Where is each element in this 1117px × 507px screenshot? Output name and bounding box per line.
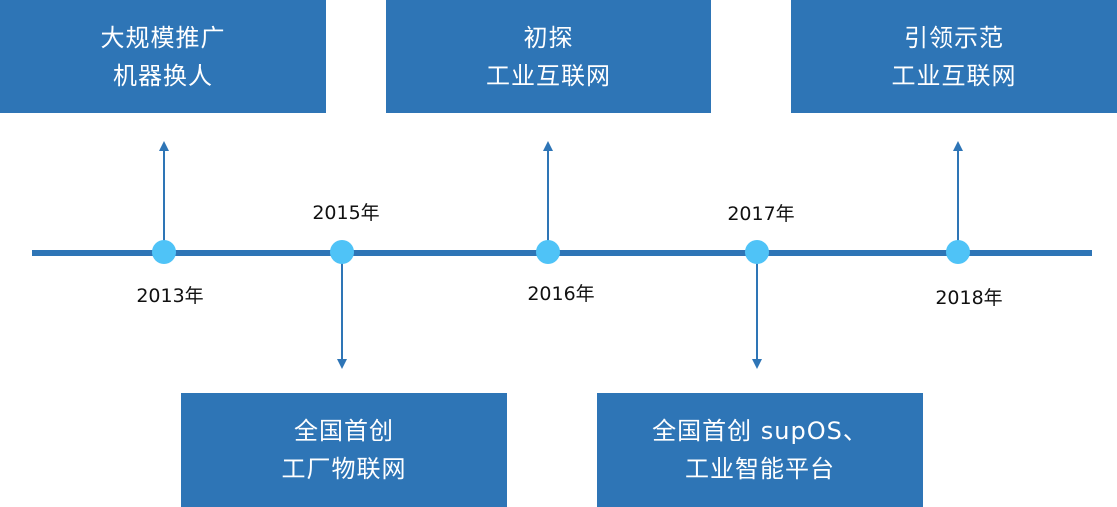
event-box-2016: 初探 工业互联网	[386, 0, 711, 113]
event-box-line-1: 初探	[523, 23, 574, 52]
event-box-line-2: 工业智能平台	[685, 455, 835, 483]
year-label-2013: 2013年	[136, 285, 204, 307]
year-label-2018: 2018年	[935, 287, 1003, 309]
timeline-dot-2015	[330, 240, 354, 264]
timeline-dot-2013	[152, 240, 176, 264]
timeline-dot-2016	[536, 240, 560, 264]
event-box-2013: 大规模推广 机器换人	[0, 0, 326, 113]
event-box-2017: 全国首创 supOS、 工业智能平台	[597, 393, 923, 507]
year-label-2016: 2016年	[527, 283, 595, 305]
event-box-line-2: 工业互联网	[891, 61, 1017, 90]
event-box-line-2: 机器换人	[113, 61, 213, 90]
event-box-line-1: 引领示范	[904, 23, 1004, 52]
year-label-2015: 2015年	[312, 202, 380, 224]
event-box-line-1: 大规模推广	[100, 23, 226, 52]
timeline-dot-2018	[946, 240, 970, 264]
event-box-line-1: 全国首创	[294, 417, 394, 445]
event-box-line-2: 工厂物联网	[281, 455, 407, 483]
year-label-2017: 2017年	[727, 203, 795, 225]
timeline-dot-2017	[745, 240, 769, 264]
event-box-2018: 引领示范 工业互联网	[791, 0, 1117, 113]
event-box-line-1: 全国首创 supOS、	[652, 417, 868, 445]
event-box-2015: 全国首创 工厂物联网	[181, 393, 507, 507]
event-box-line-2: 工业互联网	[486, 61, 611, 90]
